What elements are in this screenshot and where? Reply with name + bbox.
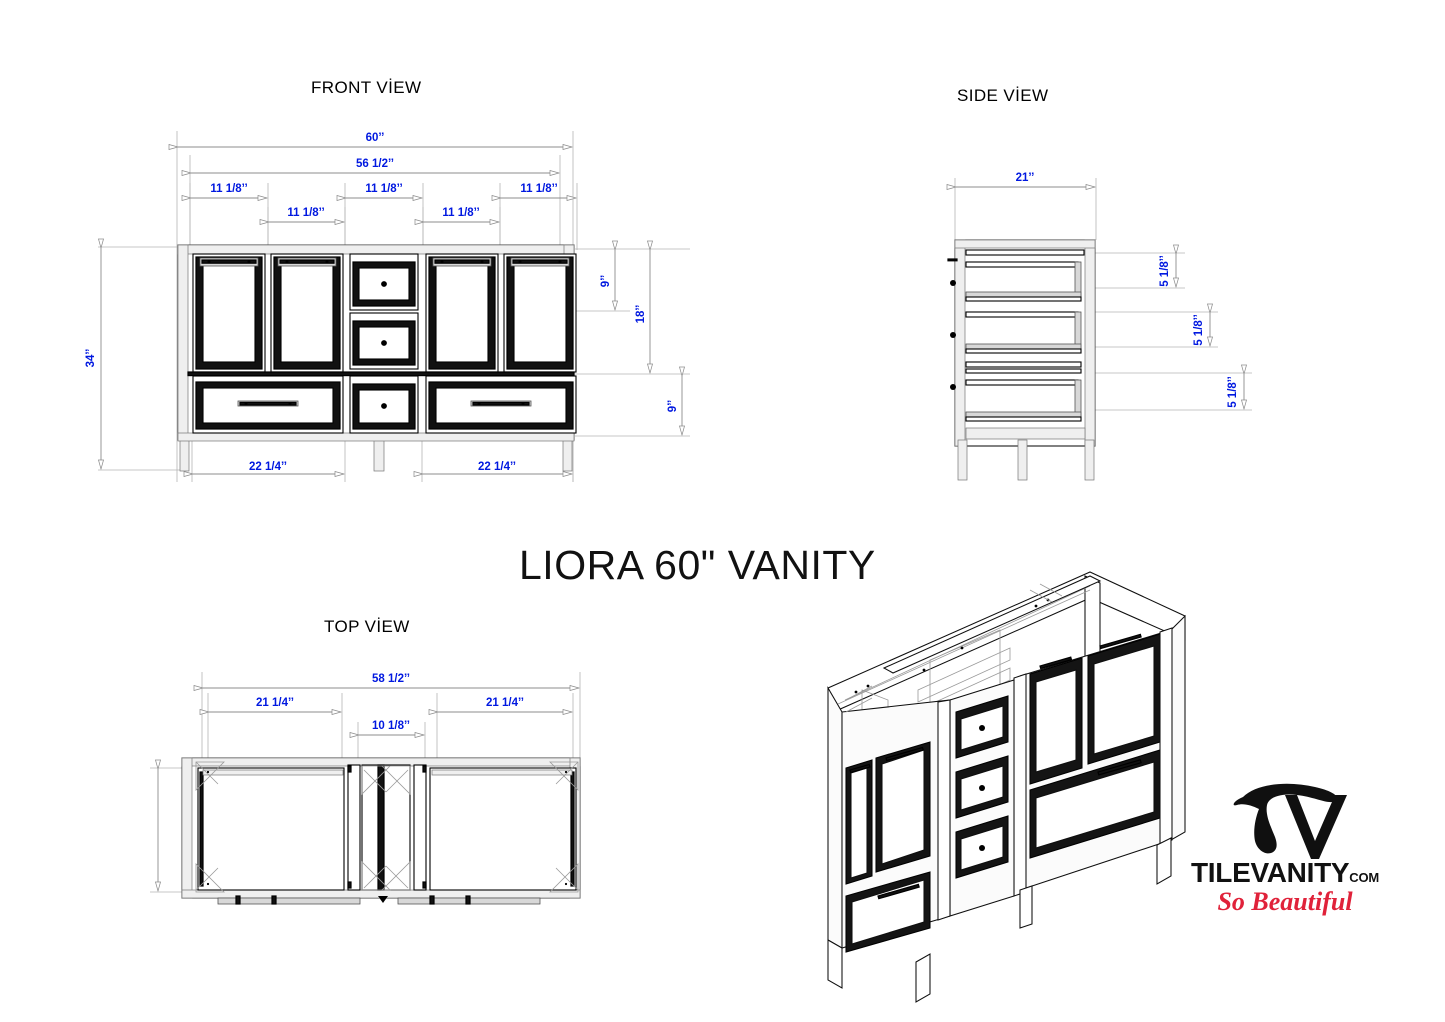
front-view-title: FRONT VİEW	[311, 78, 422, 97]
top-dimension-texts: 58 1/2’’ 21 1/4’’ 10 1/8’’ 21 1/4’’	[256, 673, 524, 732]
dim-side-drawer-3: 5 1/8’’	[1227, 376, 1239, 408]
dim-front-base-left: 22 1/4’’	[249, 461, 287, 473]
side-drawer-1	[965, 249, 1085, 302]
bottom-drawer-right	[425, 375, 577, 434]
top-handle-bars	[217, 895, 541, 905]
dim-front-base-right: 22 1/4’’	[478, 461, 516, 473]
logo-tagline: So Beautiful	[1217, 887, 1353, 916]
side-drawer-3	[965, 379, 1082, 422]
door-panel-4	[503, 253, 577, 373]
side-dimension-texts: 21’’ 5 1/8’’ 5 1/8’’ 5 1/8’’	[1016, 172, 1239, 408]
dim-front-cabinet-width: 56 1/2’’	[356, 158, 394, 170]
side-hardware-knobs	[947, 258, 958, 390]
dim-side-depth: 21’’	[1016, 172, 1035, 184]
side-drawer-2	[965, 311, 1082, 354]
side-extension-lines	[954, 178, 1252, 411]
front-center-drawers	[349, 253, 419, 434]
center-drawer-2	[349, 312, 419, 370]
front-view-group: 60’’ 56 1/2’’ 11 1/8’’ 11 1/8’’ 11 1/8’’…	[85, 131, 690, 482]
logo-domain-suffix: COM	[1349, 870, 1379, 885]
door-panel-3	[425, 253, 499, 373]
top-bay-left	[195, 761, 345, 893]
side-cabinet-body	[947, 239, 1096, 481]
front-door-panels	[192, 253, 577, 373]
dim-front-bay-2: 11 1/8’’	[287, 207, 324, 219]
iso-legs	[827, 837, 1172, 1003]
iso-front-face	[1013, 627, 1173, 897]
front-dimension-lines	[101, 147, 682, 474]
tv-monogram-icon	[1233, 783, 1347, 859]
dim-front-bay-5: 11 1/8’’	[520, 183, 557, 195]
top-bay-right	[429, 761, 579, 893]
top-cabinet-plan	[181, 757, 581, 905]
top-dimension-lines	[158, 688, 579, 891]
dim-front-overall-width: 60’’	[366, 132, 385, 144]
front-dimension-texts: 60’’ 56 1/2’’ 11 1/8’’ 11 1/8’’ 11 1/8’’…	[85, 132, 679, 473]
side-dimension-lines	[956, 187, 1244, 409]
top-bay-center	[347, 764, 427, 891]
dim-front-overall-height: 34’’	[85, 349, 97, 368]
dim-top-center: 10 1/8’’	[372, 720, 410, 732]
iso-hardware-marks	[845, 583, 1063, 713]
page-title: LIORA 60" VANITY	[519, 542, 876, 588]
iso-drawer-2	[955, 755, 1009, 819]
iso-center-drawers	[949, 679, 1015, 917]
side-view-title: SIDE VİEW	[957, 86, 1049, 105]
iso-left-face	[841, 699, 951, 953]
top-view-group: 58 1/2’’ 21 1/4’’ 10 1/8’’ 21 1/4’’	[150, 672, 581, 905]
logo-wordmark: TILEVANITYCOM	[1185, 857, 1385, 889]
logo-word: TILEVANITY	[1191, 857, 1350, 888]
dim-top-right: 21 1/4’’	[486, 697, 524, 709]
iso-drawer-1	[955, 695, 1009, 759]
dim-side-drawer-2: 5 1/8’’	[1193, 314, 1205, 346]
bottom-drawer-left	[192, 375, 344, 434]
top-view-title: TOP VİEW	[324, 617, 410, 636]
dim-front-door-height: 18’’	[635, 305, 647, 324]
center-drawer-3	[349, 375, 419, 434]
dim-top-left: 21 1/4’’	[256, 697, 294, 709]
isometric-view-group	[827, 571, 1186, 1003]
dim-front-bay-4: 11 1/8’’	[442, 207, 479, 219]
side-view-group: 21’’ 5 1/8’’ 5 1/8’’ 5 1/8’’	[947, 172, 1252, 481]
center-drawer-1	[349, 253, 419, 311]
door-panel-2	[270, 253, 344, 373]
dim-side-drawer-1: 5 1/8’’	[1159, 255, 1171, 287]
dim-front-bay-3: 11 1/8’’	[365, 183, 402, 195]
front-bottom-drawers	[187, 371, 577, 434]
dim-front-bay-1: 11 1/8’’	[210, 183, 247, 195]
tilevanity-logo: TILEVANITYCOM So Beautiful	[1185, 775, 1385, 920]
dim-front-upper-height: 9’’	[600, 275, 612, 287]
dim-front-lower-height: 9’’	[667, 400, 679, 412]
dim-top-overall: 58 1/2’’	[372, 673, 410, 685]
door-panel-1	[192, 253, 266, 373]
iso-drawer-3	[955, 815, 1009, 879]
